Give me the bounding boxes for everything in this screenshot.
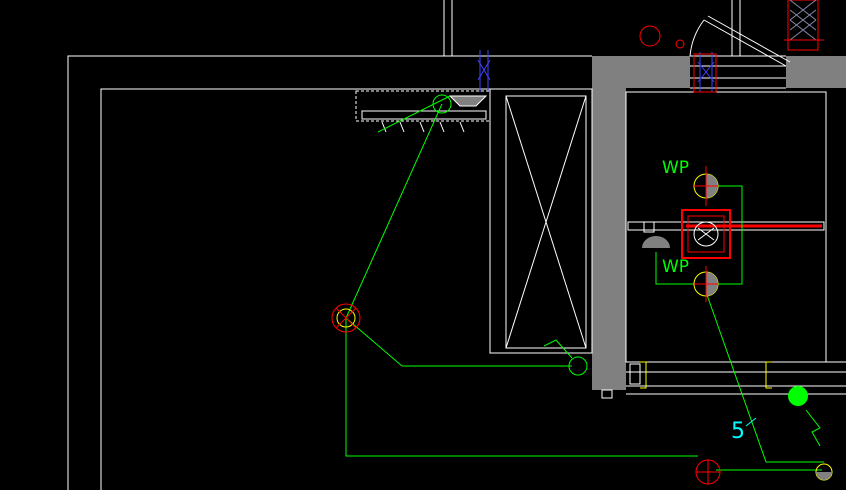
ceiling-light-1 xyxy=(432,94,452,114)
wp-label-bottom: WP xyxy=(662,257,689,277)
window-frames xyxy=(640,361,772,389)
wp-label-top: WP xyxy=(662,158,689,178)
ceiling-light-2 xyxy=(331,303,361,333)
red-outlet-box xyxy=(693,53,717,93)
door-swing xyxy=(689,15,791,67)
circuit-number-label: 5 xyxy=(731,419,745,444)
red-ring-large xyxy=(639,25,661,47)
inner-wall-outline xyxy=(100,88,490,490)
wiring xyxy=(345,95,824,471)
small-box xyxy=(643,221,655,233)
air-conditioner xyxy=(355,90,491,133)
right-room-walls xyxy=(625,55,846,395)
blue-wall-markers xyxy=(477,50,715,92)
corner-socket xyxy=(815,463,833,481)
waterproof-socket-top xyxy=(693,166,719,206)
wall-light xyxy=(568,356,588,376)
concrete-wall-column xyxy=(592,56,626,390)
red-ring-small xyxy=(675,39,685,49)
outer-wall-outline xyxy=(67,55,592,490)
switch-point xyxy=(788,386,808,406)
wardrobe xyxy=(489,88,593,354)
hatched-shaft xyxy=(784,0,824,51)
concrete-walls xyxy=(592,56,846,390)
waterproof-socket-bottom xyxy=(693,266,719,302)
circuit-tick xyxy=(745,417,757,427)
wall-niche xyxy=(627,221,825,231)
wall-fixture-semicircle xyxy=(642,236,670,248)
concrete-wall-top-right xyxy=(786,56,846,88)
exhaust-fan xyxy=(681,209,731,259)
outer-walls xyxy=(67,0,741,490)
ceiling-light-3 xyxy=(695,459,721,485)
